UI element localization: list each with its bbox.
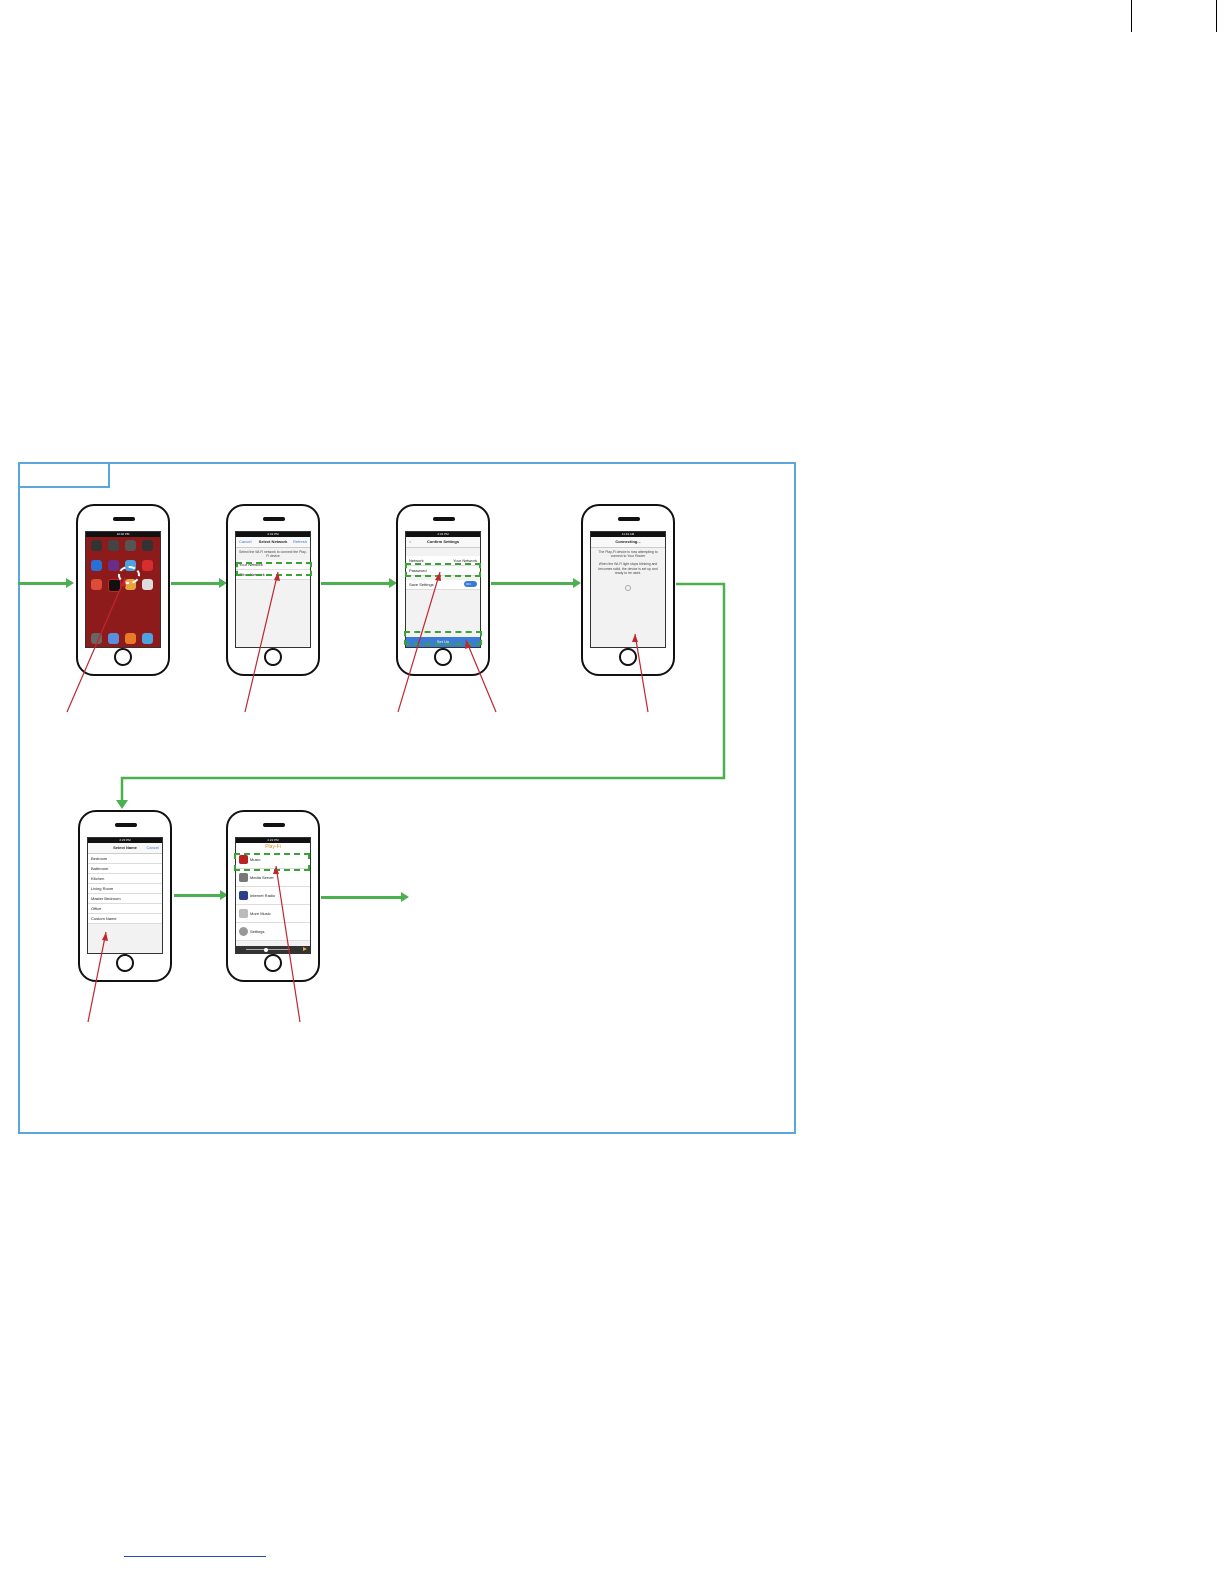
callout-5 (635, 634, 648, 712)
callout-6 (88, 932, 106, 1022)
callout-3 (398, 572, 440, 712)
footnote-link-underline[interactable] (124, 1556, 266, 1557)
callout-2 (245, 572, 278, 712)
callout-7 (276, 866, 300, 1022)
callout-4 (466, 640, 496, 712)
callout-1 (67, 578, 125, 712)
